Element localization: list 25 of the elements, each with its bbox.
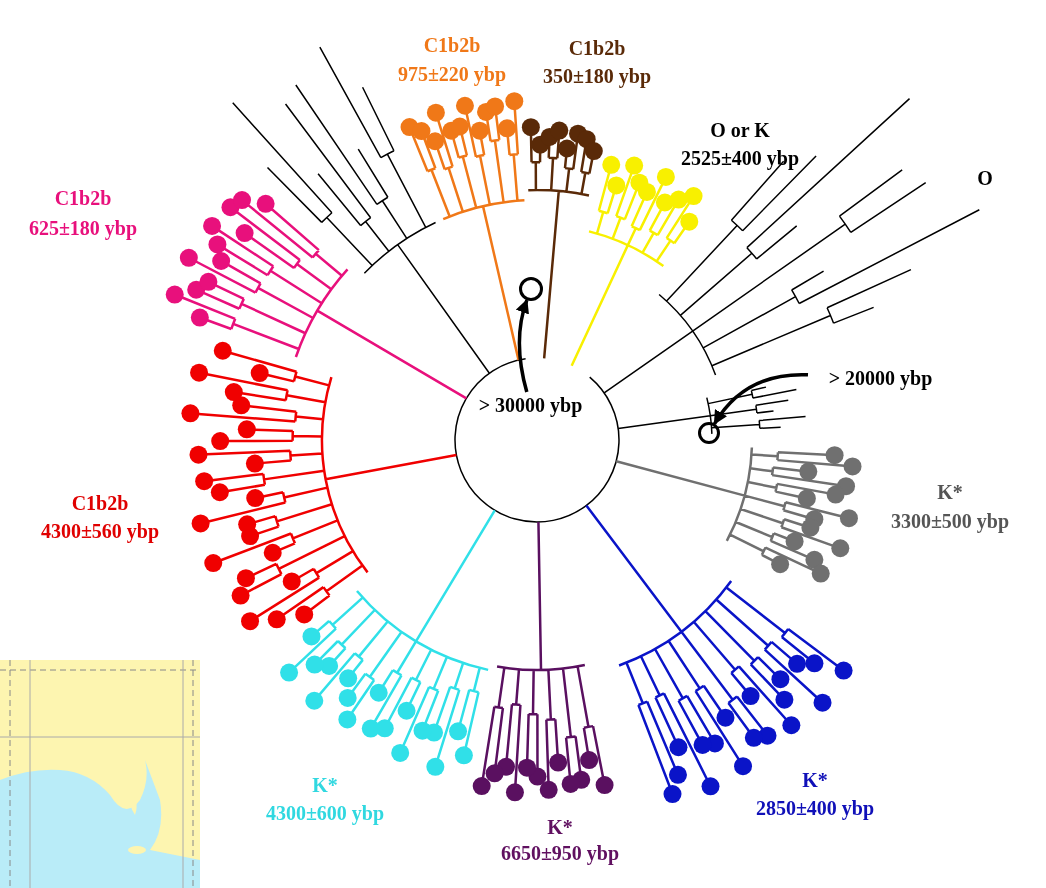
arrow <box>516 298 530 393</box>
clade-label: C1b2b <box>71 491 129 515</box>
age-label: > 20000 ybp <box>808 365 953 391</box>
age-label: > 30000 ybp <box>458 392 603 418</box>
clade-label: 625±180 ybp <box>28 216 138 240</box>
clade-label: K* <box>312 773 338 797</box>
clade-label: C1b2b <box>568 36 626 60</box>
clade-label: 4300±600 ybp <box>265 801 385 825</box>
node-circle <box>698 422 720 444</box>
clade-label: 4300±560 ybp <box>40 519 160 543</box>
clade-label: K* <box>937 480 963 504</box>
node-circle <box>519 277 543 301</box>
clade-label: 6650±950 ybp <box>500 841 620 865</box>
arrow <box>713 372 808 425</box>
clade-label: K* <box>547 815 573 839</box>
clade-label: K* <box>802 768 828 792</box>
clade-label: 2525±400 ybp <box>680 146 800 170</box>
clade-label: 975±220 ybp <box>397 62 507 86</box>
clade-label: 350±180 ybp <box>542 64 652 88</box>
clade-label: 3300±500 ybp <box>890 509 1010 533</box>
clade-label: 2850±400 ybp <box>755 796 875 820</box>
clade-label: O or K <box>710 118 770 142</box>
clade-label: C1b2b <box>54 186 112 210</box>
clade-label: C1b2b <box>423 33 481 57</box>
clade-label: O <box>977 166 993 190</box>
